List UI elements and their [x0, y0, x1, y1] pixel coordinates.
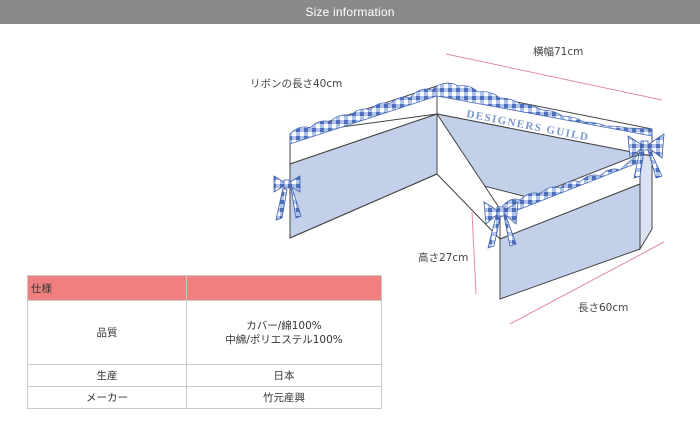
spec-table: 仕様 品質 カバー/綿100% 中綿/ポリエステル100% 生産 日本 メーカー… [27, 275, 382, 409]
spec-label-quality: 品質 [27, 300, 187, 365]
height-label: 高さ27cm [418, 252, 469, 264]
spec-title: 仕様 [27, 275, 187, 301]
spec-value-line: カバー/綿100% [246, 319, 322, 332]
spec-value-origin: 日本 [186, 364, 382, 387]
section-title: Size information [305, 5, 395, 19]
ribbon-bow-right-front [483, 201, 519, 249]
spec-value-maker: 竹元産興 [186, 386, 382, 409]
bumper-diagram: DESIGNERS GUILD リボンの長さ40cm 横幅71cm 高さ27cm… [0, 24, 700, 325]
table-row: 品質 カバー/綿100% 中綿/ポリエステル100% [27, 300, 382, 365]
bumper-illustration: DESIGNERS GUILD [273, 53, 665, 325]
dimension-lines [445, 53, 665, 325]
table-row: メーカー 竹元産興 [27, 386, 382, 409]
spec-value-quality: カバー/綿100% 中綿/ポリエステル100% [186, 300, 382, 365]
ribbon-bow-right-back [627, 133, 665, 179]
ribbon-bow-left [273, 175, 302, 221]
ruffle-trim [289, 82, 653, 218]
width-dimension-line [445, 53, 663, 101]
spec-header-empty [186, 275, 382, 301]
length-dimension-line [509, 241, 665, 325]
width-label: 横幅71cm [533, 46, 584, 58]
ribbon-length-label: リボンの長さ40cm [250, 78, 343, 90]
length-label: 長さ60cm [578, 302, 629, 314]
height-dimension-line [471, 211, 477, 295]
spec-value-line: 中綿/ポリエステル100% [225, 333, 343, 346]
spec-table-header: 仕様 [27, 275, 382, 301]
spec-label-maker: メーカー [27, 386, 187, 409]
section-header: Size information [0, 0, 700, 24]
table-row: 生産 日本 [27, 364, 382, 387]
spec-label-origin: 生産 [27, 364, 187, 387]
